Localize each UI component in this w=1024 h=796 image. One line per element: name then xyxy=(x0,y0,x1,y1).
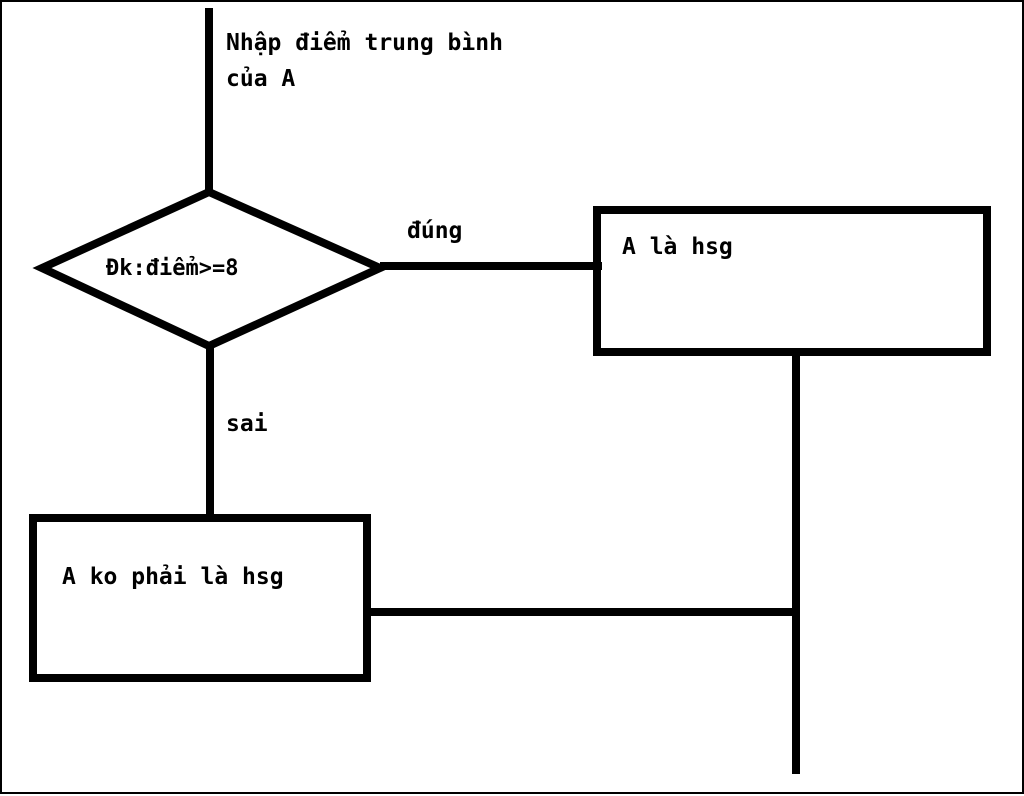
false-branch-label: sai xyxy=(226,411,268,437)
false-result-box xyxy=(29,514,371,682)
true-branch-label: đúng xyxy=(407,218,463,244)
decision-condition: Đk:điểm>=8 xyxy=(106,256,239,281)
input-label-line1: Nhập điểm trung bình xyxy=(226,30,503,56)
false-result-text: A ko phải là hsg xyxy=(62,564,284,590)
input-label-line2: của A xyxy=(226,66,296,92)
true-result-text: A là hsg xyxy=(622,234,733,260)
